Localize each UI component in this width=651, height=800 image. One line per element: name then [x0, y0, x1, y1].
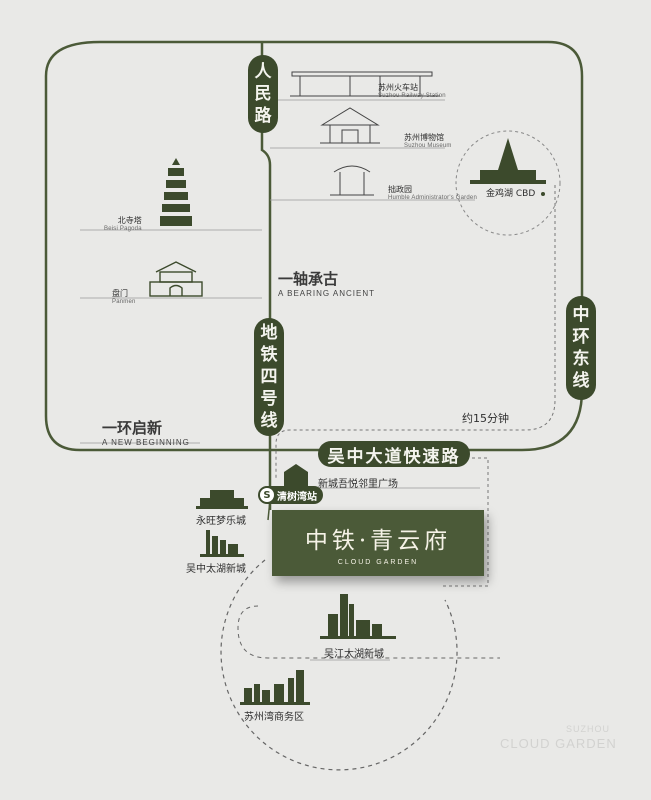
pagoda-icon	[160, 158, 192, 226]
road-char: 四	[260, 367, 278, 387]
yongwang-label: 永旺梦乐城	[196, 516, 246, 527]
place-name-en: Suzhou Museum	[404, 143, 452, 149]
railway-station-icon	[290, 71, 440, 97]
road-label: 吴中大道快速路	[327, 446, 461, 467]
mall-icon	[284, 464, 308, 486]
place-name-en: Humble Administrator's Garden	[388, 195, 477, 201]
suzhouwan-skyline-icon	[240, 670, 310, 705]
project-title: 中铁·青云府	[304, 527, 452, 554]
wujiang-skyline-icon	[320, 594, 396, 639]
road-char: 线	[572, 371, 590, 391]
place-name: 北寺塔	[117, 216, 142, 225]
place-name: 苏州火车站	[378, 83, 418, 92]
road-char: 东	[572, 349, 590, 369]
road-char: 人	[254, 62, 272, 82]
south-loop	[237, 605, 500, 659]
place-name: 金鸡湖 CBD	[486, 189, 536, 199]
watermark-line2: CLOUD GARDEN	[500, 736, 617, 751]
road-char: 中	[572, 305, 590, 325]
metro-icon: S	[260, 488, 274, 502]
pagoda-label: 北寺塔 Beisi Pagoda	[104, 215, 142, 232]
road-char: 号	[260, 389, 278, 409]
wuzhong-taihu-label: 吴中太湖新城	[186, 564, 246, 575]
museum-label: 苏州博物馆 Suzhou Museum	[404, 132, 452, 149]
slogan-title: 一环启新	[102, 419, 163, 437]
place-name: 苏州博物馆	[404, 133, 444, 142]
slogan-title: 一轴承古	[278, 270, 339, 288]
dashed-loop	[275, 185, 556, 480]
slogan-subtitle: A NEW BEGINNING	[102, 438, 190, 447]
road-char: 路	[254, 106, 272, 126]
south-circle	[220, 559, 458, 771]
renmin-road-badge: 人 民 路	[248, 55, 278, 133]
axis-slogan: 一轴承古 A BEARING ANCIENT	[278, 268, 375, 298]
panmen-label: 盘门 Panmen	[112, 288, 136, 305]
road-char: 民	[254, 84, 272, 104]
road-char: 地	[260, 323, 278, 343]
garden-pavilion-icon	[330, 165, 374, 196]
ring-slogan: 一环启新 A NEW BEGINNING	[102, 417, 190, 447]
yongwang-mall-icon	[196, 490, 248, 509]
cbd-circle	[455, 130, 561, 236]
road-char: 铁	[260, 345, 278, 365]
renmin-road-line	[260, 42, 272, 510]
zhonghuan-east-badge: 中 环 东 线	[566, 296, 596, 400]
railway-label: 苏州火车站 Suzhou Railway Station	[378, 82, 446, 99]
dashed-east	[440, 457, 489, 587]
outer-ring-road	[44, 40, 584, 452]
watermark-line1: SUZHOU	[566, 724, 610, 734]
road-char: 线	[260, 411, 278, 431]
project-card[interactable]: 中铁·青云府 CLOUD GARDEN	[272, 510, 484, 576]
location-dot-icon	[541, 191, 546, 196]
qingshuwan-station[interactable]: S 清树湾站	[258, 486, 323, 504]
place-name-en: Panmen	[112, 299, 136, 305]
xincheng-label: 新城吾悦邻里广场	[318, 479, 398, 490]
slogan-subtitle: A BEARING ANCIENT	[278, 289, 376, 298]
wujiang-taihu-label: 吴江太湖新城	[324, 649, 384, 660]
place-name-en: Suzhou Railway Station	[378, 93, 446, 99]
place-name-en: Beisi Pagoda	[104, 226, 142, 232]
place-name: 盘门	[112, 289, 128, 298]
panmen-gate-icon	[149, 261, 203, 297]
suzhouwan-label: 苏州湾商务区	[244, 712, 304, 723]
wuzhong-skyline-icon	[200, 530, 244, 557]
cbd-label: 金鸡湖 CBD	[486, 186, 546, 199]
cbd-gate-icon	[470, 138, 546, 184]
station-name: 清树湾站	[277, 491, 317, 503]
museum-icon	[320, 107, 380, 144]
travel-time-label: 约15分钟	[462, 412, 509, 425]
metro-line-4-badge: 地 铁 四 号 线	[254, 318, 284, 436]
place-name: 拙政园	[388, 185, 412, 194]
wuzhong-expressway-badge: 吴中大道快速路	[318, 441, 470, 467]
project-subtitle: CLOUD GARDEN	[337, 558, 419, 566]
road-char: 环	[572, 327, 590, 347]
garden-label: 拙政园 Humble Administrator's Garden	[388, 184, 477, 201]
